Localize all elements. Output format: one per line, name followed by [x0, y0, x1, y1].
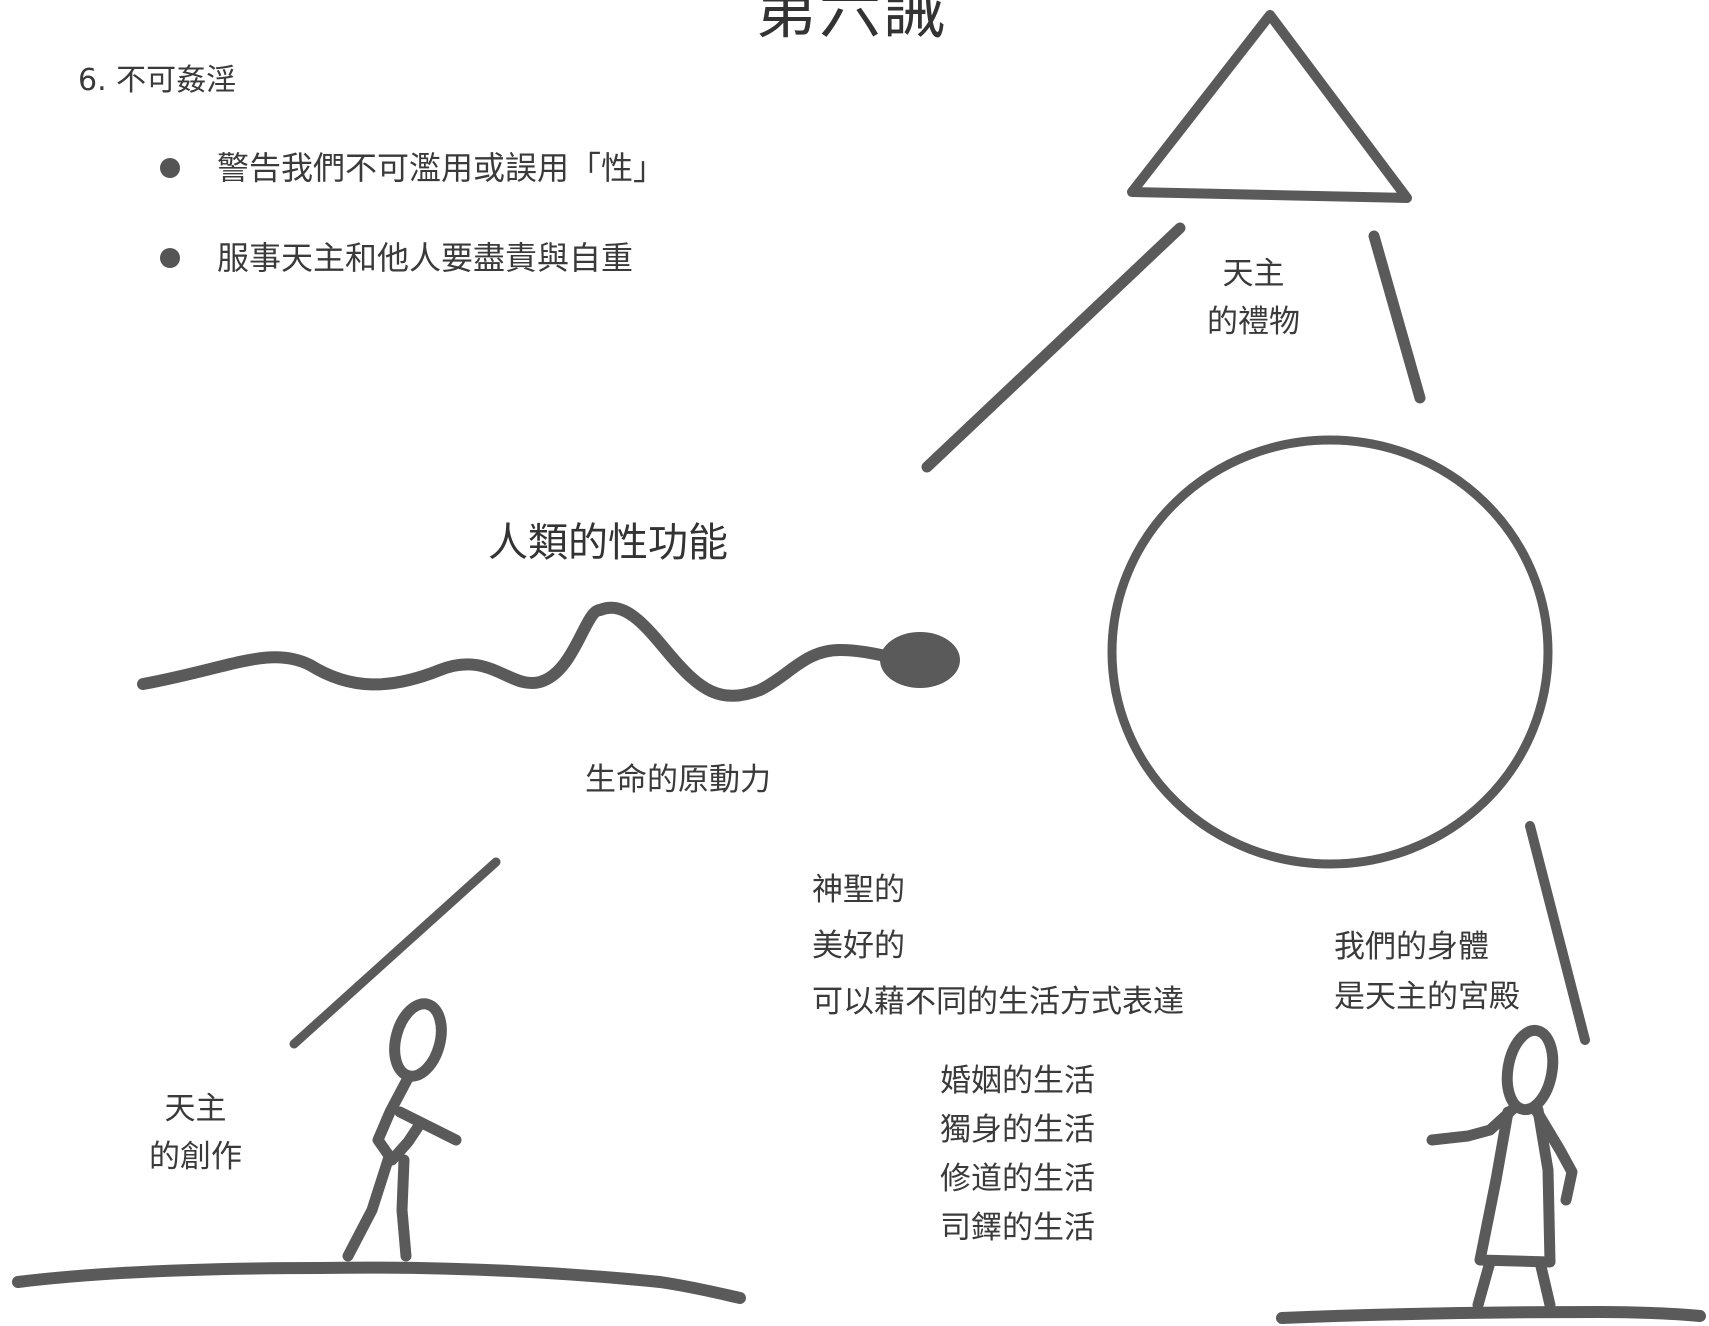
triangle-shape [1127, 10, 1412, 203]
left-person-figure [342, 998, 462, 1262]
left-ground-line [12, 1261, 746, 1304]
lifestyles-list: 婚姻的生活 獨身的生活 修道的生活 司鐸的生活 [940, 1057, 1095, 1253]
right-ground-line [1276, 1306, 1706, 1324]
quality-item: 可以藉不同的生活方式表達 [812, 984, 1184, 1020]
temple-label: 我們的身體 是天主的宮殿 [1334, 922, 1520, 1022]
triangle-right-connector [1368, 230, 1426, 404]
bullet-dot-icon [160, 248, 180, 268]
bullet-dot-icon [160, 158, 180, 178]
bullet-item: 服事天主和他人要盡責與自重 [160, 230, 665, 286]
lifestyle-item: 婚姻的生活 [940, 1063, 1095, 1099]
commandment-heading: 6. 不可姦淫 [78, 63, 237, 98]
sexuality-title: 人類的性功能 [488, 520, 728, 566]
lifestyle-item: 修道的生活 [940, 1161, 1095, 1197]
right-person-figure [1426, 1024, 1578, 1311]
lifestyle-item: 司鐸的生活 [940, 1210, 1095, 1246]
bullet-text: 服事天主和他人要盡責與自重 [217, 239, 634, 277]
temple-label-line1: 我們的身體 [1334, 929, 1489, 965]
circle-shape [1107, 435, 1553, 869]
bullet-item: 警告我們不可濫用或誤用「性」 [160, 140, 665, 196]
creation-label: 天主 的創作 [149, 1085, 242, 1181]
gift-label-line1: 天主 [1222, 256, 1285, 292]
quality-item: 美好的 [812, 928, 905, 964]
bullet-text: 警告我們不可濫用或誤用「性」 [217, 149, 666, 187]
creation-label-line2: 的創作 [149, 1139, 242, 1175]
wave-line [137, 601, 916, 702]
triangle-left-connector [921, 222, 1186, 473]
bullet-list: 警告我們不可濫用或誤用「性」 服事天主和他人要盡責與自重 [160, 140, 665, 320]
quality-item: 神聖的 [812, 872, 905, 908]
qualities-list: 神聖的 美好的 可以藉不同的生活方式表達 [812, 862, 1184, 1030]
temple-connector [1525, 821, 1590, 1045]
commandment-title: 第六誡 [755, 0, 948, 47]
creation-connector [289, 857, 501, 1049]
lifestyle-item: 獨身的生活 [940, 1112, 1095, 1148]
gift-label: 天主 的禮物 [1207, 250, 1300, 346]
temple-label-line2: 是天主的宮殿 [1334, 979, 1520, 1015]
gift-label-line2: 的禮物 [1207, 304, 1300, 340]
wave-head [880, 632, 960, 688]
creation-label-line1: 天主 [164, 1091, 227, 1127]
life-force-label: 生命的原動力 [585, 762, 771, 798]
